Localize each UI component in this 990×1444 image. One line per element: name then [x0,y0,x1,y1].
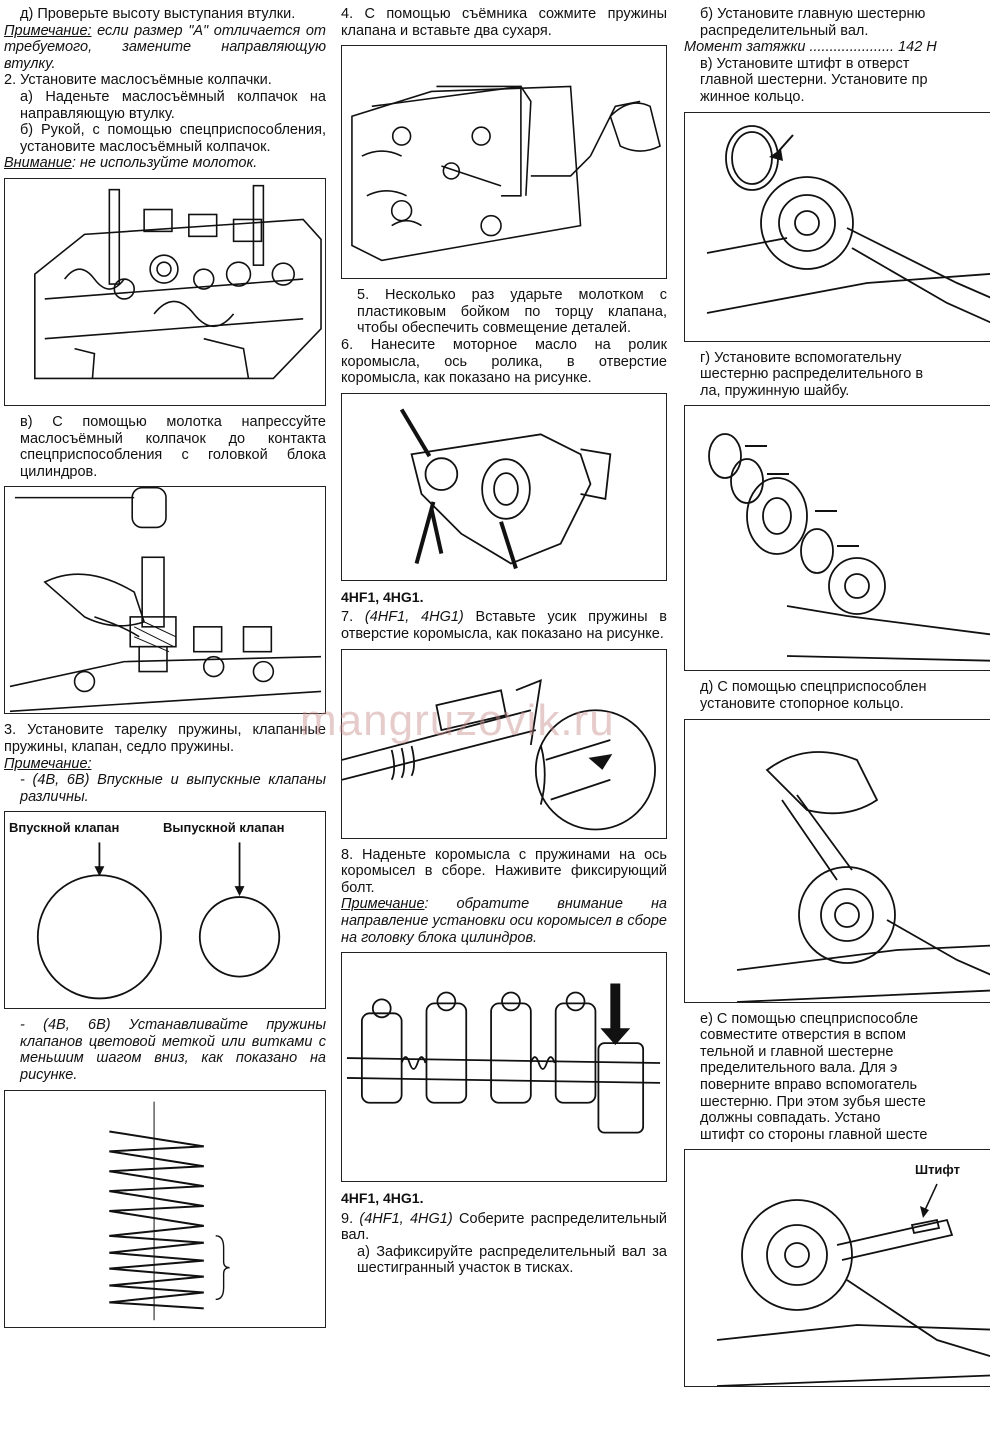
step-8: 8. Наденьте коромысла с пружинами на ось… [341,846,667,896]
column-1: д) Проверьте высоту выступания втулки. П… [4,6,326,1336]
step-e-line4: пределительного вала. Для э [700,1060,898,1077]
step-2b: б) Рукой, с помощью спецприспособления, … [20,122,326,155]
step-7-text: Вставьте усик пружины в отверстие коромы… [341,609,667,642]
valves-diagram [36,842,281,1000]
note-3-text: : обратите внимание на направление устан… [341,896,667,946]
rocker-assembly-illustration [346,983,661,1134]
rocker-arm-illustration [399,408,612,569]
step-d-text: д) Проверьте высоту выступания втулки. [20,6,296,22]
step-2v: в) С помощью молотка напрессуйте маслосъ… [20,413,326,480]
figure-aux-gear [684,405,990,672]
spring-note: - (4В, 6В) Устанавливайте пружины клапан… [20,1017,326,1084]
step-6: 6. Нанесите моторное масло на ролик коро… [341,336,667,387]
figure-main-gear [684,111,990,342]
step-5: 5. Несколько раз ударьте молотком с плас… [357,287,667,337]
exhaust-valve-circle [198,896,281,978]
figure-hammer-press [4,486,326,715]
figure-snap-ring [684,718,990,1003]
pin-align-illustration [716,1183,990,1387]
step-e-line2: совместите отверстия в вспом [700,1027,906,1044]
step-9-num: 9. [341,1210,360,1227]
label-intake-valve: Впускной клапан [9,820,120,836]
figure-rocker-oil [341,392,667,581]
cylinder-head-illustration [34,184,322,380]
step-7: 7. (4HF1, 4HG1) Вставьте усик пружины в … [341,609,667,642]
step-e-line6: шестерню. При этом зубья шесте [700,1093,926,1110]
step-e-line3: тельной и главной шестерне [700,1043,894,1060]
step-9a: а) Зафиксируйте распределительный вал за… [357,1243,667,1277]
step-e-line1: е) С помощью спецприспособле [700,1010,919,1027]
torque-spec: Момент затяжки ..................... 142… [684,39,937,56]
step-v-line2: главной шестерни. Установите пр [700,72,928,89]
rocker-shaft-illustration [342,678,656,830]
label-pin: Штифт [915,1162,960,1178]
caption-2: 4HF1, 4HG1. [341,1190,424,1207]
step-b-line2: распределительный вал. [700,22,869,39]
figure-rocker-shaft-assembly [341,952,667,1183]
figure-pin-align: Штифт [684,1149,990,1388]
step-3-title: 3. Установите тарелку пружины, клапанные… [4,722,326,755]
figure-spring-compressor [341,45,667,280]
note-2-label: Примечание: [4,755,92,772]
step-9-text: Соберите распределительный вал. [341,1210,667,1244]
step-9: 9. (4HF1, 4HG1) Соберите распределительн… [341,1211,667,1244]
warning: Внимание: не используйте молоток. [4,155,326,172]
step-g-line3: ла, пружинную шайбу. [700,382,850,399]
note-3-label: Примечание [341,896,425,913]
compressor-illustration [351,85,661,262]
spring-diagram [109,1101,230,1320]
step-d3-line2: установите стопорное кольцо. [700,695,904,712]
warning-label: Внимание [4,155,72,172]
step-e-line5: поверните вправо вспомогатель [700,1076,918,1093]
step-2-title: 2. Установите маслосъёмные колпачки. [4,72,272,89]
step-b-line1: б) Установите главную шестерню [700,6,926,22]
figure-spring-insert [341,648,667,839]
note-1-label: Примечание: [4,22,92,39]
step-7-num: 7. [341,609,365,626]
label-exhaust-valve: Выпускной клапан [163,820,285,836]
step-e-line7: должны совпадать. Устано [700,1110,881,1127]
column-3: б) Установите главную шестерню распредел… [684,6,990,1395]
figure-valve-spring [4,1089,326,1328]
hammer-tool-illustration [9,487,322,713]
snap-ring-illustration [736,750,990,1002]
step-7-models: (4HF1, 4HG1) [364,609,464,626]
step-v-line1: в) Установите штифт в отверст [700,55,910,72]
note-1: Примечание: если размер "А" отличается о… [4,23,326,73]
step-2a: а) Наденьте маслосъёмный колпачок на нап… [20,88,326,122]
step-9-models: (4HF1, 4HG1) [359,1210,453,1227]
step-4: 4. С помощью съёмника сожмите пружины кл… [341,6,667,39]
step-g-line1: г) Установите вспомогательну [700,349,902,366]
caption-1: 4HF1, 4HG1. [341,588,424,605]
figure-valves-compare: Впускной клапан Выпускной клапан [4,811,326,1010]
note-3: Примечание: обратите внимание на направл… [341,896,667,946]
step-d3-line1: д) С помощью спецприспособлен [700,679,927,696]
warning-text: : не используйте молоток. [71,155,258,172]
step-g-line2: шестерню распределительного в [700,366,924,383]
note-2-item: - (4В, 6В) Впускные и выпускные клапаны … [20,772,326,805]
step-v-line3: жинное кольцо. [700,88,805,105]
note-1-text: если размер "А" отличается от требуемого… [4,22,326,72]
intake-valve-circle [36,874,162,1000]
column-2: 4. С помощью съёмника сожмите пружины кл… [341,6,667,1277]
step-e-line8: штифт со стороны главной шесте [700,1126,928,1143]
main-gear-illustration [706,124,990,323]
figure-valve-seal-install [4,177,326,406]
aux-gear-illustration [708,433,990,662]
